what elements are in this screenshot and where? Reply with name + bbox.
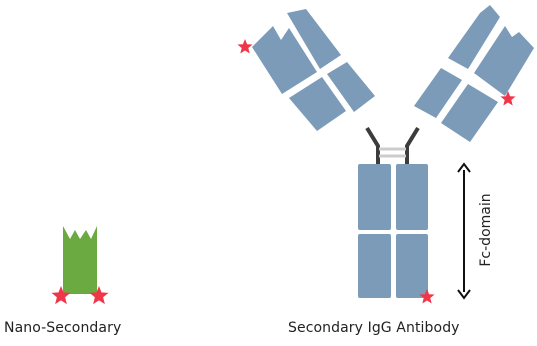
fluorophore-star-icon (237, 39, 253, 54)
secondary-igg-label: Secondary IgG Antibody (288, 320, 460, 336)
fab-left-heavy-variable (252, 26, 317, 94)
fluorophore-star-icon (89, 286, 109, 305)
fc-region (358, 164, 428, 298)
fab-right-heavy-variable (474, 26, 534, 96)
fab-right-light-constant (414, 68, 462, 118)
fab-left-heavy-constant (289, 77, 346, 131)
hinge-region (365, 126, 420, 166)
fluorophore-star-icon (419, 289, 435, 304)
fab-arm-right (414, 5, 534, 142)
nano-secondary-label: Nano-Secondary (4, 320, 122, 336)
fab-left-light-constant (327, 62, 375, 112)
fab-arm-left (252, 9, 375, 131)
fluorophore-star-icon (500, 91, 516, 106)
fluorophore-star-icon (51, 286, 71, 305)
fab-left-light-variable (287, 9, 341, 69)
igg-antibody (237, 5, 534, 304)
fc-ch2-left (358, 164, 391, 230)
fab-right-heavy-constant (441, 84, 498, 142)
fc-ch2-right (396, 164, 428, 230)
fc-ch3-left (358, 234, 391, 298)
fc-domain-label: Fc-domain (478, 193, 494, 267)
nanobody-body (63, 226, 97, 294)
fc-domain-arrow (457, 162, 471, 300)
nano-secondary (51, 226, 109, 305)
fc-ch3-right (396, 234, 428, 298)
fab-right-light-variable (448, 5, 500, 69)
